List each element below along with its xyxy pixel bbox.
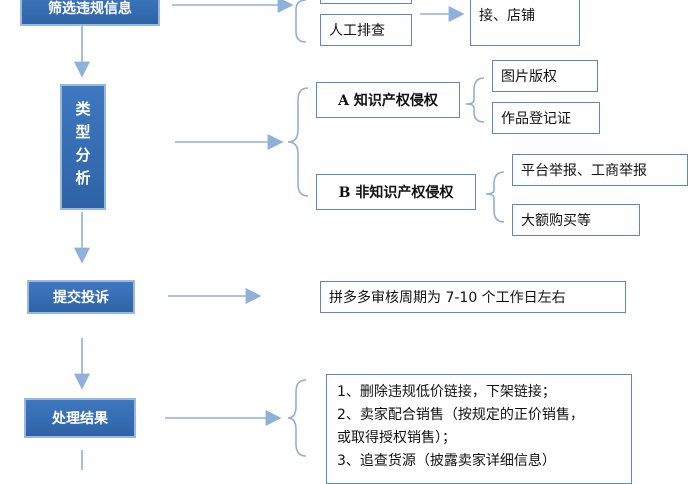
outcomes-box: 1、删除违规低价链接，下架链接； 2、卖家配合销售（按规定的正价销售， 或取得授… (326, 374, 632, 484)
outcome-item: 或取得授权销售）； (337, 430, 456, 446)
step-complaint: 提交投诉 (27, 280, 135, 314)
bracket-screen (295, 0, 307, 43)
connector-lines (74, 0, 505, 470)
screening-manual: 人工排查 (320, 14, 412, 46)
step-screen: 筛选违规信息 (20, 0, 160, 26)
bracket-b (485, 171, 505, 223)
type-a-ip: A 知识产权侵权 (316, 82, 460, 118)
outcome-item: 3、追查货源（披露卖家详细信息） (337, 453, 556, 469)
outcome-item: 1、删除违规低价链接，下架链接； (337, 384, 556, 400)
type-a-item-2: 作品登记证 (492, 102, 600, 134)
outcome-item: 2、卖家配合销售（按规定的正价销售， (337, 407, 584, 423)
type-b-non-ip: B 非知识产权侵权 (316, 174, 476, 210)
bracket-a (465, 77, 485, 123)
step-analysis: 类型分析 (60, 84, 106, 210)
type-a-item-1: 图片版权 (492, 60, 598, 92)
type-b-item-2: 大额购买等 (512, 204, 640, 236)
flowchart: 筛选违规信息 类型分析 提交投诉 处理结果 人工排查 接、店铺 A 知识产权侵权… (20, 0, 688, 484)
review-period-note: 拼多多审核周期为 7-10 个工作日左右 (320, 281, 626, 313)
screening-partial: 接、店铺 (470, 0, 580, 46)
type-b-item-1: 平台举报、工商举报 (512, 154, 688, 186)
bracket-types (287, 87, 309, 197)
step-result: 处理结果 (24, 398, 136, 438)
bracket-result (287, 379, 307, 457)
screening-box-top (320, 0, 412, 4)
